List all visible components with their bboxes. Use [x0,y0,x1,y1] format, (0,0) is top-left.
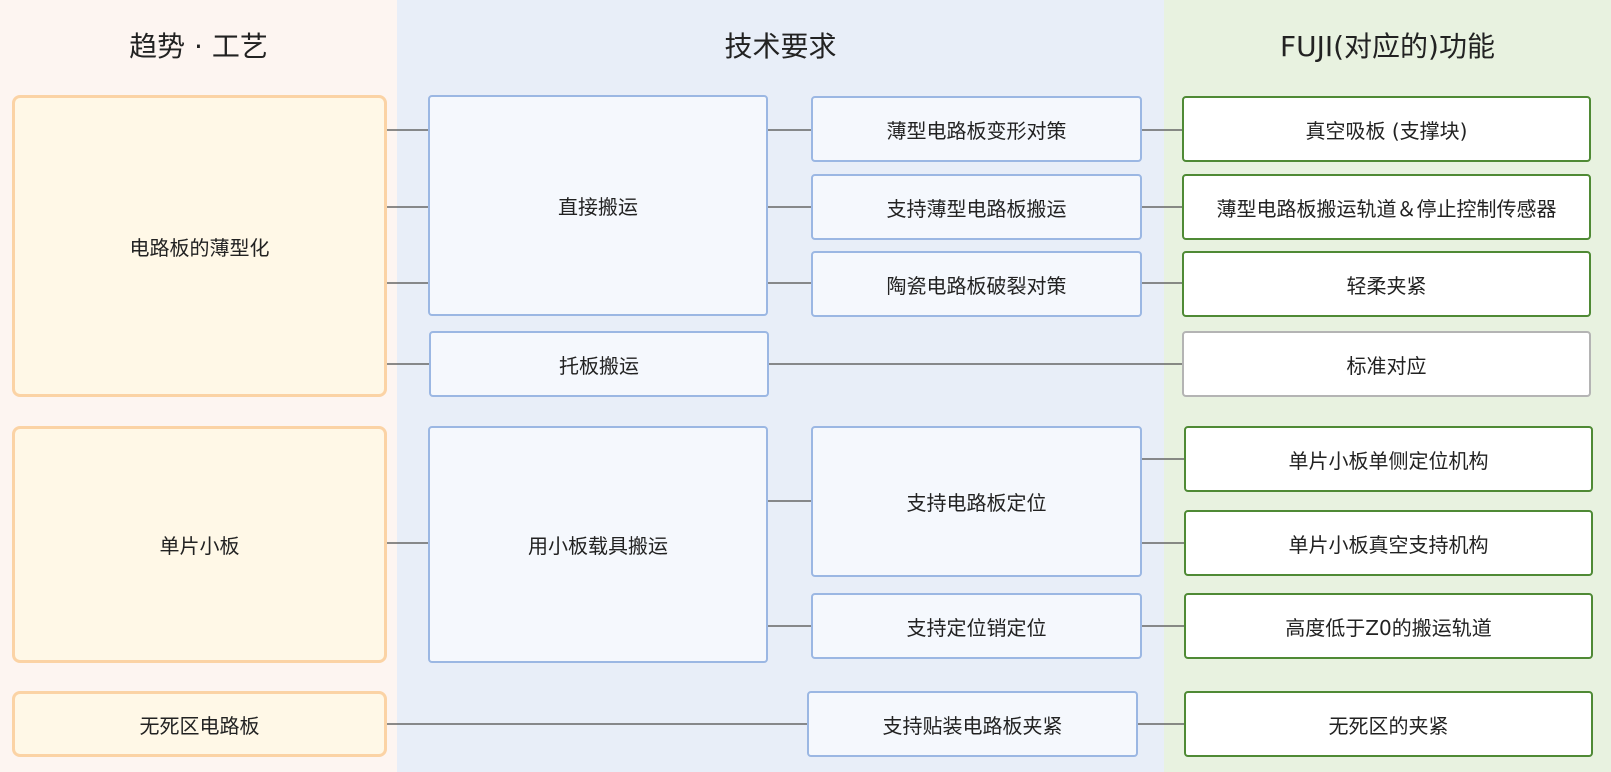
tech-thin-pcb-transport-support: 支持薄型电路板搬运 [811,174,1142,240]
tech-thin-pcb-deformation: 薄型电路板变形对策 [811,96,1142,162]
fuji-single-side-positioning: 单片小板单侧定位机构 [1184,426,1593,492]
tech-mount-pcb-clamp: 支持贴装电路板夹紧 [807,691,1138,757]
trend-thin-pcb: 电路板的薄型化 [12,95,387,397]
fuji-no-dead-zone-clamp: 无死区的夹紧 [1184,691,1593,757]
fuji-column-title: FUJI(对应的)功能 [1280,30,1495,63]
fuji-standard: 标准对应 [1182,331,1591,397]
tech-direct-transport: 直接搬运 [428,95,768,316]
fuji-vacuum-plate: 真空吸板 (支撑块) [1182,96,1591,162]
trend-column-title: 趋势 · 工艺 [129,30,268,63]
tech-column-title: 技术要求 [724,30,837,63]
tech-pcb-positioning: 支持电路板定位 [811,426,1142,577]
fuji-vacuum-support: 单片小板真空支持机构 [1184,510,1593,576]
tech-carrier-transport: 用小板载具搬运 [428,426,768,663]
tech-pin-positioning: 支持定位销定位 [811,593,1142,659]
tech-pallet-transport: 托板搬运 [429,331,769,397]
trend-single-small-board: 单片小板 [12,426,387,663]
fuji-low-conveyor: 高度低于Z0的搬运轨道 [1184,593,1593,659]
trend-no-dead-zone-pcb: 无死区电路板 [12,691,387,757]
fuji-thin-conveyor-sensor: 薄型电路板搬运轨道＆停止控制传感器 [1182,174,1591,240]
tech-ceramic-crack-countermeasure: 陶瓷电路板破裂对策 [811,251,1142,317]
fuji-soft-clamp: 轻柔夹紧 [1182,251,1591,317]
